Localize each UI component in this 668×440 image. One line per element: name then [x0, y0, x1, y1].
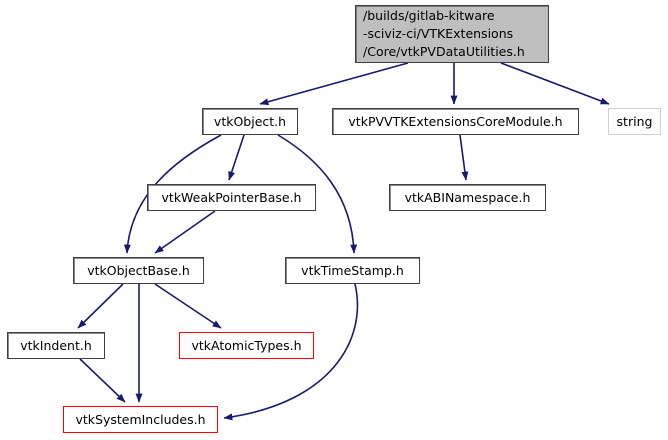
- node-vtkpvvtkextensionscoremodule[interactable]: vtkPVVTKExtensionsCoreModule.h: [332, 108, 579, 135]
- node-vtkabinamespace[interactable]: vtkABINamespace.h: [389, 184, 546, 211]
- node-vtkindent[interactable]: vtkIndent.h: [7, 332, 105, 359]
- edge-vtkobjectbase-to-vtkatomictypes: [154, 283, 222, 329]
- edge-root-to-vtkobject: [259, 62, 409, 106]
- edge-root-to-string: [500, 62, 610, 105]
- edge-vtkobject-to-vtktimestamp: [277, 134, 358, 254]
- node-vtkatomictypes[interactable]: vtkAtomicTypes.h: [179, 332, 314, 359]
- node-string[interactable]: string: [608, 108, 661, 135]
- node-vtkobject[interactable]: vtkObject.h: [202, 108, 298, 135]
- edge-vtkobject-to-vtkweakpointerbase: [228, 134, 245, 181]
- edge-vtkpvvtkextensionscoremodule-to-vtkabinamespace: [459, 134, 469, 181]
- edge-vtkindent-to-vtksystemincludes: [79, 358, 126, 403]
- node-vtkobjectbase[interactable]: vtkObjectBase.h: [73, 257, 204, 284]
- node-vtkpvdatautilities-root[interactable]: /builds/gitlab-kitware -sciviz-ci/VTKExt…: [355, 5, 549, 63]
- edge-vtkobjectbase-to-vtkindent: [77, 283, 124, 329]
- edge-vtkobject-to-vtkobjectbase: [123, 134, 222, 254]
- node-vtktimestamp[interactable]: vtkTimeStamp.h: [285, 257, 420, 284]
- node-vtkweakpointerbase[interactable]: vtkWeakPointerBase.h: [147, 184, 316, 211]
- edge-vtktimestamp-to-vtksystemincludes: [223, 283, 359, 421]
- node-vtksystemincludes[interactable]: vtkSystemIncludes.h: [63, 406, 218, 433]
- edge-vtkweakpointerbase-to-vtkobjectbase: [154, 210, 216, 254]
